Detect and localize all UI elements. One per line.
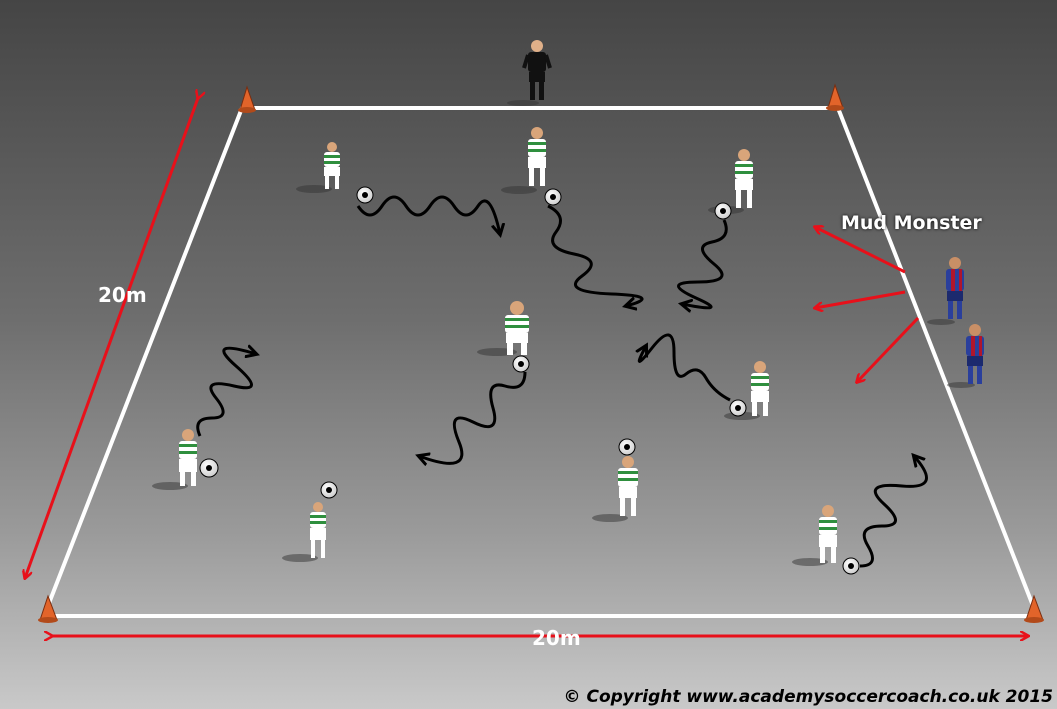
dribble-arrow <box>198 348 256 436</box>
ball <box>200 459 218 477</box>
mud-monster-label: Mud Monster <box>841 212 982 234</box>
ball <box>357 187 373 203</box>
cone <box>1024 596 1044 623</box>
ball <box>730 400 746 416</box>
monster-arrow <box>815 292 905 308</box>
cone <box>826 85 844 111</box>
ball <box>513 356 529 372</box>
bottom-dimension-label: 20m <box>526 626 587 650</box>
player <box>592 456 638 522</box>
ball <box>843 558 859 574</box>
player <box>708 149 753 214</box>
player <box>296 142 340 193</box>
player <box>477 301 529 356</box>
side-dimension-label: 20m <box>92 283 153 307</box>
dribble-arrow <box>548 206 642 306</box>
monster-arrow <box>857 318 918 382</box>
copyright-notice: © Copyright www.academysoccercoach.co.uk… <box>564 687 1053 707</box>
side-measure-arrow <box>25 98 198 578</box>
player <box>501 127 546 194</box>
cone <box>38 596 58 623</box>
mud-monster-player <box>927 257 964 325</box>
ball <box>619 439 635 455</box>
dribble-arrow <box>639 335 730 400</box>
player <box>792 505 837 566</box>
dribble-arrow <box>678 220 726 308</box>
cone <box>238 87 256 113</box>
dribble-arrow <box>860 456 927 566</box>
player <box>152 429 197 490</box>
dribble-arrow <box>419 372 525 463</box>
ball <box>545 189 561 205</box>
ball <box>321 482 337 498</box>
dribble-arrow <box>358 197 500 234</box>
mud-monster-player <box>947 324 984 388</box>
ball <box>715 203 731 219</box>
goalkeeper <box>507 40 550 106</box>
player <box>282 502 326 562</box>
